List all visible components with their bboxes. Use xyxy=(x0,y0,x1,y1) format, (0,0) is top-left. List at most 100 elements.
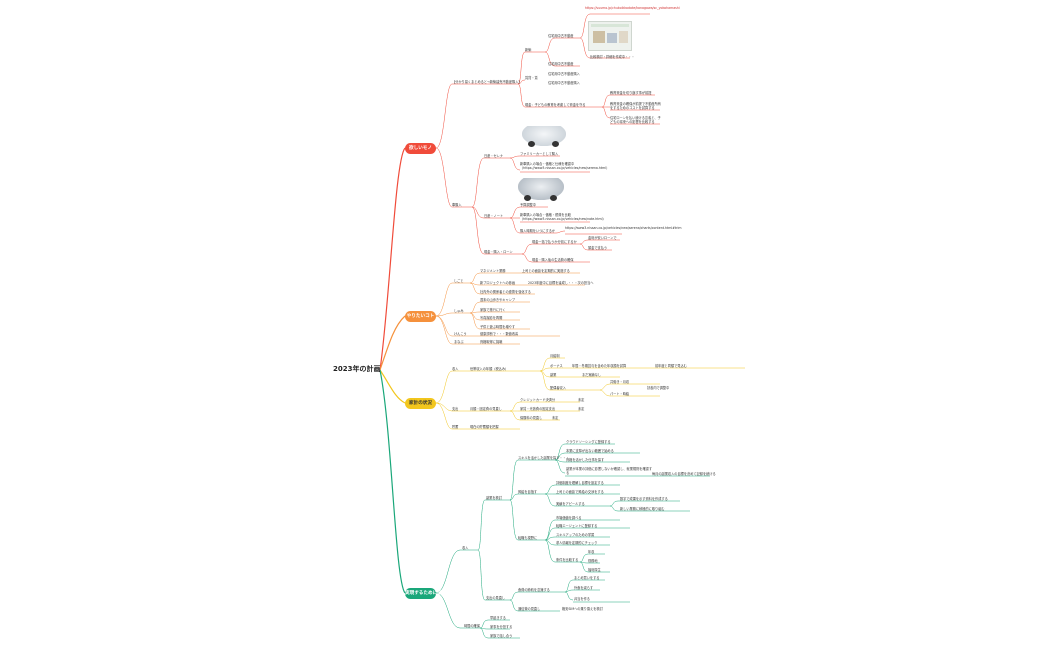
node[interactable]: パート・時給 xyxy=(610,392,630,396)
node[interactable]: しゅみ xyxy=(454,309,464,313)
node[interactable]: 未定 xyxy=(578,407,585,411)
node[interactable]: 副業が本業の評価に影響しないか確認し、就業規則を確認する xyxy=(566,467,653,475)
node[interactable]: 転職エージェントに登録する xyxy=(556,524,598,528)
node[interactable]: 健康診断で・・・数値改善 xyxy=(480,332,519,336)
node[interactable]: 転職も視野に xyxy=(518,536,538,540)
node[interactable]: 教育資金の確保が前提で不動産所有をするためのコストを試算する xyxy=(610,102,661,110)
node[interactable]: 2023年度中に目標を達成し・・・次の担当へ xyxy=(528,281,594,285)
node[interactable]: 購入時期をいつにするか xyxy=(520,229,556,233)
node[interactable]: 勤務地 xyxy=(588,559,598,563)
node[interactable]: 副業を検討 xyxy=(486,496,502,500)
node[interactable]: 共働き・月収 xyxy=(610,380,630,384)
node[interactable]: 未定 xyxy=(552,416,559,420)
node[interactable]: まなぶ xyxy=(454,340,464,344)
node[interactable]: 車購入 xyxy=(452,203,462,207)
hub-want[interactable]: 欲しいモノ xyxy=(405,143,436,154)
node[interactable]: 外食を減らす xyxy=(574,586,594,590)
node[interactable]: 条件を比較する xyxy=(556,558,579,562)
node[interactable]: 日産・セレナ xyxy=(484,154,504,158)
node[interactable]: 本業に支障が出ない範囲で始める xyxy=(566,449,614,453)
node[interactable]: 時間の確保 xyxy=(464,624,480,628)
node[interactable]: クレジットカード決済分 xyxy=(520,398,556,402)
node[interactable]: 賃貸・賃 xyxy=(525,76,538,80)
node[interactable]: 支出 xyxy=(452,407,459,411)
node[interactable]: 社内外の関係者との連携を強化する xyxy=(480,290,531,294)
node[interactable]: 新車購入の場合・価格と仕様を確認中（https://www3.nissan.co… xyxy=(520,162,610,170)
node[interactable]: 求人情報を定期的にチェック xyxy=(556,541,598,545)
node[interactable]: 前年度と同額で見込む xyxy=(655,364,687,368)
node[interactable]: 年間・冬期賞与を含めた年収額を試算 xyxy=(572,364,627,368)
node[interactable]: 新プロジェクトへの参画 xyxy=(480,281,516,285)
node[interactable]: 上司との面談を定期的に実施する xyxy=(522,269,570,273)
node[interactable]: 資格取得に挑戦 xyxy=(480,340,503,344)
node[interactable]: スキルアップのための学習 xyxy=(556,533,595,537)
node[interactable]: 未定 xyxy=(578,398,585,402)
node[interactable]: まだ実績なし xyxy=(582,373,602,377)
node[interactable]: 現在の貯蓄額を把握 xyxy=(470,425,499,429)
node[interactable]: 家族で旅行に行く xyxy=(480,308,506,312)
node[interactable]: 実績をアピールする xyxy=(556,502,585,506)
node[interactable]: 新車購入の場合・価格・燃費を比較（https://www3.nissan.co.… xyxy=(520,213,606,221)
node[interactable]: 上司との面談で昇給の交渉をする xyxy=(556,490,604,494)
node[interactable]: 写真撮影を再開 xyxy=(480,316,503,320)
node[interactable]: 年収 xyxy=(588,550,595,554)
node[interactable]: 家事を分担する xyxy=(490,625,513,629)
node[interactable]: 月額・固定費の見直し xyxy=(470,407,502,411)
node[interactable]: マネジメント業務 xyxy=(480,269,506,273)
node[interactable]: 数字で成果を示す資料を作成する xyxy=(620,497,668,501)
node[interactable]: 保険料の見直し xyxy=(520,416,543,420)
node[interactable]: 住宅用中古不動産 xyxy=(548,34,574,38)
node[interactable]: 通信費の見直し xyxy=(518,607,541,611)
node[interactable]: 資格を活かした仕事を探す xyxy=(566,458,605,462)
node[interactable]: 頭金で支払う xyxy=(588,246,608,250)
node[interactable]: クラウドソーシングに登録する xyxy=(566,440,611,444)
node[interactable]: 月給制 xyxy=(550,354,560,358)
node-link[interactable]: https://suumo.jp/chukoikkodate/kanagawa/… xyxy=(585,6,680,10)
node[interactable]: 市場価値を調べる xyxy=(556,516,582,520)
node[interactable]: 扶養内で調整中 xyxy=(647,386,670,390)
node[interactable]: 金利が安いローンで xyxy=(588,236,617,240)
node[interactable]: 住宅ローンを払い続ける意義と、子どもの将来への影響を比較する xyxy=(610,116,661,124)
hub-budget[interactable]: 家計の状況 xyxy=(405,398,436,409)
node[interactable]: ボーナス xyxy=(550,364,563,368)
node[interactable]: 現金：子どもの教育を考慮して資金を守る xyxy=(525,103,586,107)
node[interactable]: 住宅用中古不動産 xyxy=(548,62,574,66)
node[interactable]: 収入 xyxy=(462,546,469,550)
node[interactable]: 支出の見直し xyxy=(486,596,506,600)
node[interactable]: まとめ買いをする xyxy=(574,576,600,580)
node[interactable]: 週末の山歩きやキャンプ xyxy=(480,298,515,302)
node[interactable]: 子供と遊ぶ時間を増やす xyxy=(480,325,516,329)
node[interactable]: 弁当を作る xyxy=(574,597,590,601)
node[interactable]: 食費の節約を意識する xyxy=(518,588,550,592)
root-topic[interactable]: 2023年の計画 xyxy=(333,365,381,373)
node[interactable]: けんこう xyxy=(454,332,467,336)
node[interactable]: 家族で話し合う xyxy=(490,634,513,638)
node[interactable]: 教育資金を切り崩す事が前提 xyxy=(610,91,652,95)
node[interactable]: 格安SIMへの乗り換えを検討 xyxy=(562,607,603,611)
node[interactable]: 福利厚生 xyxy=(588,568,601,572)
node[interactable]: 現金・購入後の生活費の確保 xyxy=(532,258,574,262)
node[interactable]: 昇給を目指す xyxy=(518,490,538,494)
node[interactable]: 【分かり易くまとめると→新築建売不動産購入】 xyxy=(452,80,522,84)
node[interactable]: 家賃・光熱費の固定支出 xyxy=(520,407,556,411)
node[interactable]: 現金・購入・ローン xyxy=(484,250,513,254)
hub-realize[interactable]: 実現するためには xyxy=(405,588,442,599)
node[interactable]: 予算調整中 xyxy=(520,203,536,207)
node[interactable]: スキルを活かした副業を探す・・・ xyxy=(518,456,569,460)
node[interactable]: 住宅用中古不動産購入 xyxy=(548,72,580,76)
node[interactable]: 早起きする xyxy=(490,616,506,620)
node[interactable]: 日産・ノート xyxy=(484,214,504,218)
hub-do[interactable]: やりたいコト xyxy=(405,311,436,322)
node[interactable]: 収入 xyxy=(452,367,459,371)
node[interactable]: 配偶者収入 xyxy=(550,386,566,390)
node[interactable]: 新築 xyxy=(525,48,532,52)
node[interactable]: 住宅用中古不動産購入 xyxy=(548,81,580,85)
node[interactable]: 毎月の副業収入の目標を決めて記録を続ける xyxy=(652,472,716,476)
node[interactable]: 比較検討・詳細を作成中・・・ xyxy=(590,55,635,59)
node[interactable]: 現金一括で払うか分割にするか xyxy=(532,240,577,244)
node[interactable]: 評価制度を理解し目標を設定する xyxy=(556,481,604,485)
node[interactable]: しごと xyxy=(454,279,464,283)
node-link[interactable]: https://www3.nissan.co.jp/vehicles/new/s… xyxy=(565,226,682,230)
node[interactable]: 副業 xyxy=(550,373,557,377)
node[interactable]: ファミリーカーとして購入 xyxy=(520,152,559,156)
